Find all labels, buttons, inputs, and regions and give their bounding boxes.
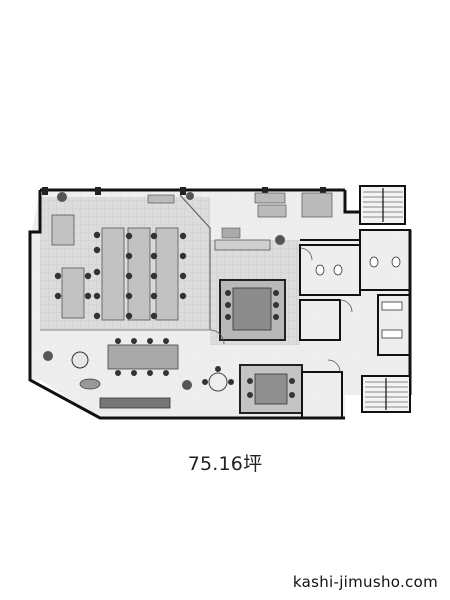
top-columns [42, 187, 326, 195]
website-label: kashi-jimusho.com [292, 573, 438, 591]
stairs-bottom [361, 375, 411, 413]
lounge-sofa [71, 351, 171, 409]
work-zone-partition [40, 194, 211, 331]
workstation-desks [51, 214, 179, 321]
door-arcs [209, 247, 353, 373]
floor-plan [28, 185, 412, 420]
plants [43, 192, 285, 390]
top-cabinets [147, 192, 333, 218]
meeting-room-center [219, 279, 286, 341]
long-table [107, 338, 179, 376]
cafe-counter [214, 227, 271, 251]
core-walls [299, 229, 411, 419]
floor-area-label: 75.16坪 [187, 453, 263, 475]
toilet-fixtures [315, 256, 403, 339]
meeting-room-bottom [239, 364, 303, 414]
stairs-top [359, 185, 406, 225]
workstation-chairs [54, 231, 187, 320]
lounge-round-table [202, 366, 234, 392]
